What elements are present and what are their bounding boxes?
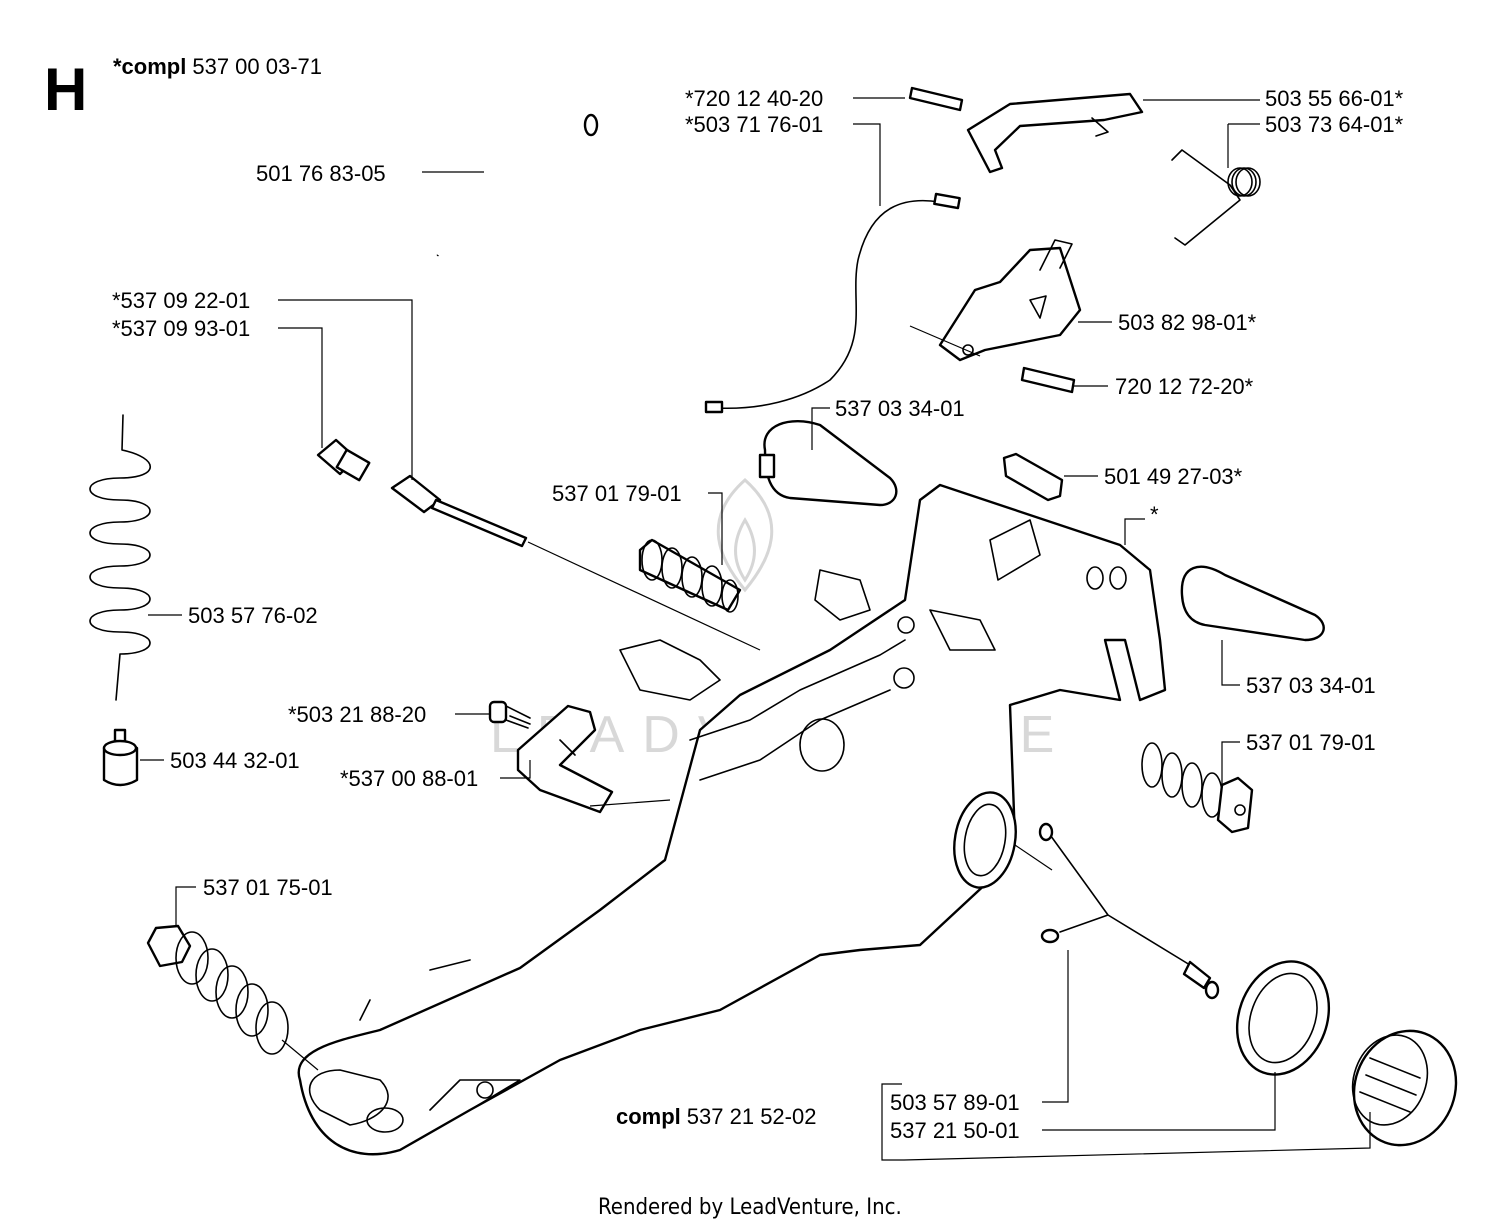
label-501-49-27-03: 501 49 27-03* bbox=[1104, 464, 1243, 489]
throttle-lockout-part[interactable] bbox=[938, 239, 1082, 362]
fuel-filter-part[interactable] bbox=[102, 728, 139, 787]
handle-cover-top-part[interactable] bbox=[758, 420, 898, 507]
label-503-44-32-01: 503 44 32-01 bbox=[170, 748, 300, 773]
fuel-hose-part[interactable] bbox=[431, 106, 599, 260]
lockout-pin-part[interactable] bbox=[1020, 366, 1076, 394]
label-503-21-88-20: *503 21 88-20 bbox=[288, 702, 426, 727]
clip-part[interactable] bbox=[1002, 452, 1064, 502]
trigger-spring-part[interactable] bbox=[1171, 149, 1261, 246]
tank-housing-part[interactable] bbox=[297, 483, 1167, 1156]
leader-lines bbox=[140, 97, 1371, 1161]
label-503-73-64-01: 503 73 64-01* bbox=[1265, 112, 1404, 137]
av-spring-right-part[interactable] bbox=[1141, 742, 1254, 834]
label-720-12-72-20: 720 12 72-20* bbox=[1115, 374, 1254, 399]
cap-seal-part[interactable] bbox=[1222, 948, 1344, 1087]
av-spring-bottom-part[interactable] bbox=[146, 924, 289, 1055]
footer-credit: Rendered by LeadVenture, Inc. bbox=[598, 1195, 902, 1220]
label-537-00-88-01: *537 00 88-01 bbox=[340, 766, 478, 791]
compl-prefix: compl bbox=[616, 1104, 681, 1129]
label-503-57-76-02: 503 57 76-02 bbox=[188, 603, 318, 628]
label-537-09-93-01: *537 09 93-01 bbox=[112, 316, 250, 341]
tube-part[interactable] bbox=[390, 474, 528, 548]
label-537-01-79-01-top: 537 01 79-01 bbox=[552, 481, 682, 506]
handle-cover-right-part[interactable] bbox=[1180, 565, 1325, 642]
label-537-01-75-01: 537 01 75-01 bbox=[203, 875, 333, 900]
header-number: 537 00 03-71 bbox=[192, 54, 322, 79]
label-537-21-50-01: 537 21 50-01 bbox=[890, 1118, 1020, 1143]
pin-part[interactable] bbox=[908, 86, 964, 112]
screw-part[interactable] bbox=[488, 700, 531, 729]
label-503-71-76-01: *503 71 76-01 bbox=[685, 112, 823, 137]
label-501-76-83-05: 501 76 83-05 bbox=[256, 161, 386, 186]
label-720-12-40-20: *720 12 40-20 bbox=[685, 86, 823, 111]
section-letter: H bbox=[44, 56, 87, 123]
label-537-01-79-01-right: 537 01 79-01 bbox=[1246, 730, 1376, 755]
throttle-trigger-part[interactable] bbox=[966, 92, 1144, 174]
label-503-82-98-01: 503 82 98-01* bbox=[1118, 310, 1257, 335]
throttle-cable-part[interactable] bbox=[704, 192, 961, 414]
label-537-03-34-01-right: 537 03 34-01 bbox=[1246, 673, 1376, 698]
label-537-09-22-01: *537 09 22-01 bbox=[112, 288, 250, 313]
bracket-part[interactable] bbox=[516, 704, 614, 814]
header-prefix: *compl bbox=[113, 54, 186, 79]
label-503-57-89-01: 503 57 89-01 bbox=[890, 1090, 1020, 1115]
oil-tube-part[interactable] bbox=[1038, 822, 1220, 1000]
coil-hose-part[interactable] bbox=[89, 414, 152, 701]
av-spring-top-part[interactable] bbox=[638, 538, 742, 613]
watermark-flame-icon bbox=[716, 477, 774, 593]
valve-part[interactable] bbox=[316, 438, 371, 482]
label-503-55-66-01: 503 55 66-01* bbox=[1265, 86, 1404, 111]
label-537-03-34-01-top: 537 03 34-01 bbox=[835, 396, 965, 421]
fuel-cap-part[interactable] bbox=[1338, 1016, 1472, 1159]
compl-number: 537 21 52-02 bbox=[687, 1104, 817, 1129]
label-star: * bbox=[1150, 502, 1159, 527]
